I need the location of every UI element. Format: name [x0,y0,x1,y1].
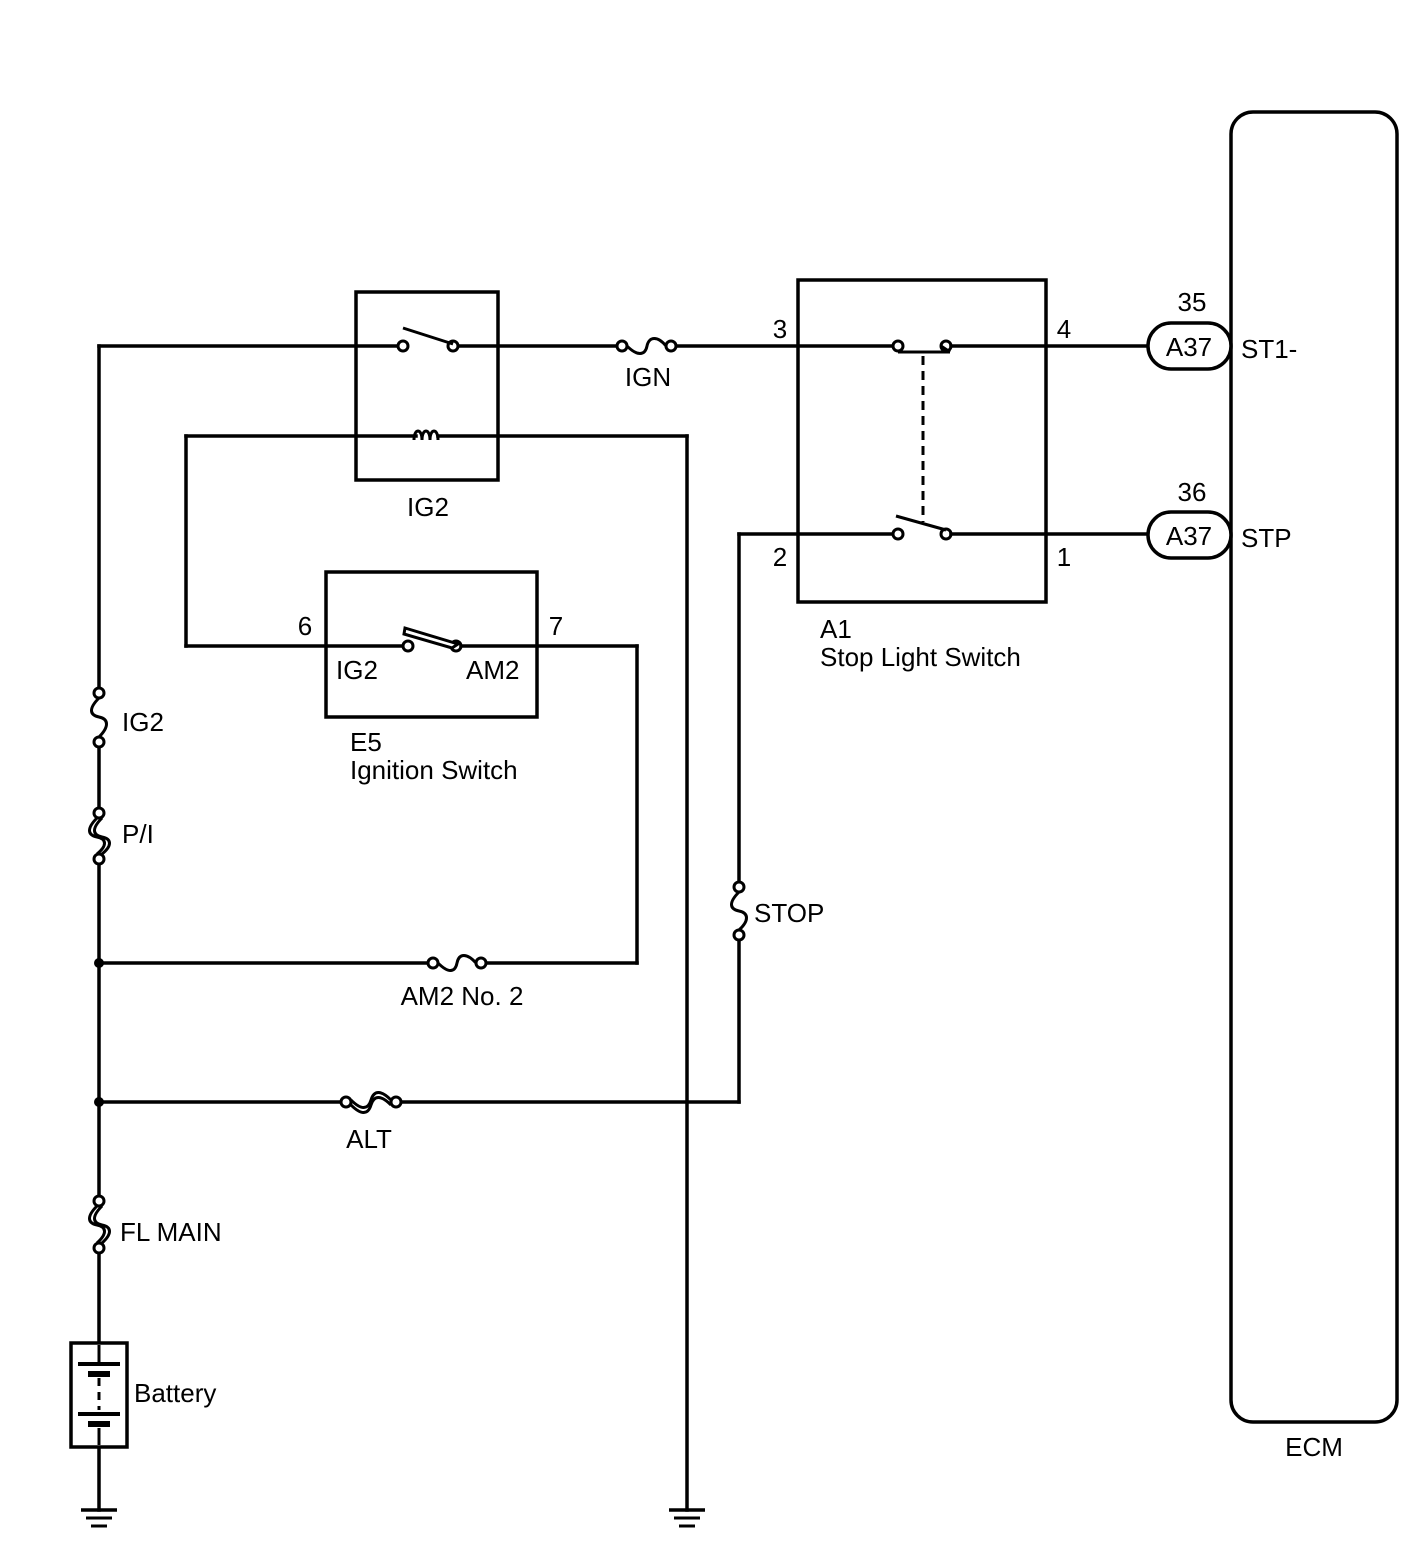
ign-switch-contact-left [401,639,415,653]
stop-sw-upper-left [891,339,905,353]
stop-sw-name: Stop Light Switch [820,642,1021,672]
ign-switch-code: E5 [350,727,382,757]
ig2-relay-label: IG2 [407,492,449,522]
relay-coil-icon [412,429,440,441]
ecm-connector-1 [1146,321,1233,371]
ecm-label: ECM [1285,1432,1343,1462]
fl-main-fuse-label: FL MAIN [120,1217,222,1247]
ign-fuse-icon [615,337,678,355]
ign-switch-pin-6: 6 [298,611,312,641]
am2-fuse-icon [426,954,488,972]
stop-sw-code: A1 [820,614,852,644]
battery-label: Battery [134,1378,216,1408]
junction-am2 [94,958,104,968]
ign-switch-name: Ignition Switch [350,755,518,785]
ecm-box [1229,110,1399,1424]
ecm-connector-1-pin: 35 [1178,287,1207,317]
ign-switch-terminal-am2: AM2 [466,655,519,685]
stop-fuse-icon [730,880,748,942]
ecm-signal-st1: ST1- [1241,334,1297,364]
stop-light-switch-box [796,278,1048,604]
ecm-connector-2-code: A37 [1166,521,1212,551]
fl-main-fuse-icon [88,1194,111,1255]
ign-fuse-label: IGN [625,362,671,392]
ign-switch-blade [402,626,462,650]
alt-fuse-label: ALT [346,1124,392,1154]
ecm-signal-stp: STP [1241,523,1292,553]
pi-fuse-icon [88,806,111,866]
battery-icon [69,1341,129,1449]
ig2-fuse-icon [90,686,108,749]
stop-sw-upper-hook [940,344,951,354]
alt-fuse-icon [339,1091,403,1114]
ign-switch-terminal-ig2: IG2 [336,655,378,685]
stop-sw-lower-left [891,527,905,541]
ecm-connector-2 [1146,510,1233,560]
stop-sw-pin-3: 3 [773,314,787,344]
ground-icon-left [81,1508,117,1528]
stop-sw-pin-4: 4 [1057,314,1071,344]
ecm-connector-1-code: A37 [1166,332,1212,362]
ig2-fuse-label: IG2 [122,707,164,737]
am2-fuse-label: AM2 No. 2 [401,981,524,1011]
stop-fuse-label: STOP [754,898,824,928]
ign-switch-pin-7: 7 [549,611,563,641]
stop-sw-pin-2: 2 [773,542,787,572]
ecm-connector-2-pin: 36 [1178,477,1207,507]
stop-sw-lower-blade [895,514,947,532]
relay-switch-blade [402,326,454,346]
ig2-relay-box [354,290,500,482]
ground-icon-right [669,1508,705,1528]
pi-fuse-label: P/I [122,819,154,849]
relay-contact-left [396,339,410,353]
stop-sw-pin-1: 1 [1057,542,1071,572]
